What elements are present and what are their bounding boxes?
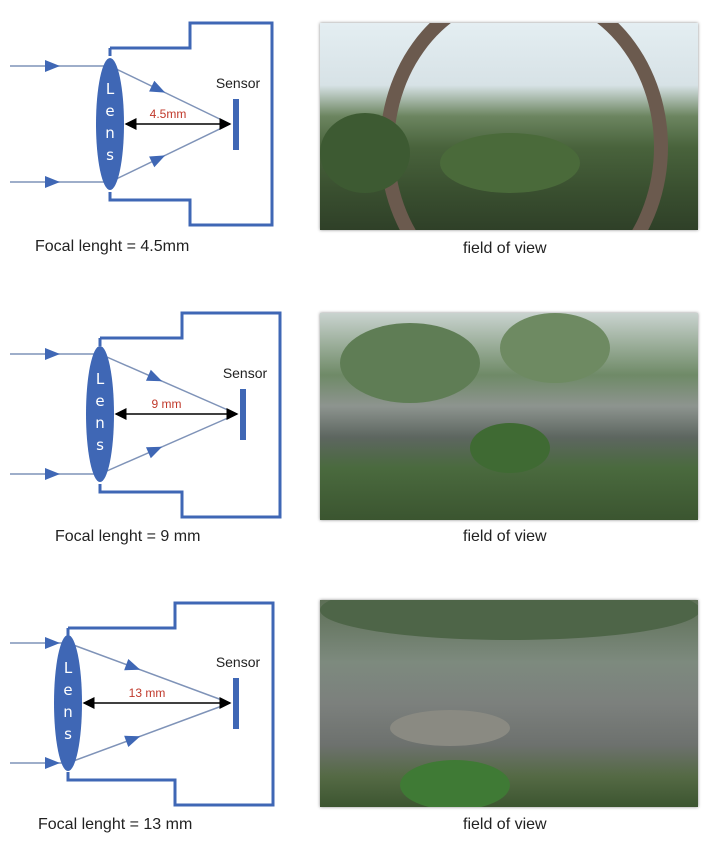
focal-distance-label: 4.5mm bbox=[150, 107, 187, 121]
field-of-view-caption-1: field of view bbox=[463, 240, 547, 257]
refracted-ray-top bbox=[99, 353, 238, 415]
focal-length-caption-2: Focal lenght = 9 mm bbox=[55, 528, 201, 545]
camera-body-outline bbox=[66, 601, 275, 807]
field-of-view-caption-2: field of view bbox=[463, 528, 547, 545]
field-of-view-caption-3: field of view bbox=[463, 816, 547, 833]
field-of-view-photo-medium bbox=[320, 313, 698, 520]
lens-letter: L bbox=[106, 80, 115, 98]
ray-arrow-icon bbox=[45, 60, 60, 72]
ray-arrow-icon bbox=[45, 348, 60, 360]
lens-letter: s bbox=[106, 146, 114, 164]
field-of-view-photo-narrow bbox=[320, 600, 698, 807]
lens-letter: n bbox=[63, 703, 73, 721]
lens-letter: n bbox=[95, 414, 105, 432]
ray-arrow-icon bbox=[124, 735, 141, 748]
refracted-ray-top bbox=[109, 65, 231, 125]
ray-arrow-icon bbox=[145, 446, 163, 459]
camera-body-outline bbox=[108, 21, 274, 227]
ray-arrow-icon bbox=[145, 369, 163, 382]
ray-arrow-icon bbox=[45, 176, 60, 188]
sensor-label: Sensor bbox=[223, 365, 268, 381]
ray-arrow-icon bbox=[45, 468, 60, 480]
ray-arrow-icon bbox=[45, 757, 60, 769]
lens-letter: e bbox=[95, 392, 104, 410]
ray-arrow-icon bbox=[149, 80, 166, 93]
lens-shape bbox=[54, 635, 82, 771]
sensor-bar bbox=[240, 389, 246, 440]
refracted-ray-top bbox=[67, 642, 231, 704]
camera-body-outline bbox=[98, 311, 282, 519]
lens-shape bbox=[96, 58, 124, 190]
lens-letter: s bbox=[64, 725, 72, 743]
sensor-label: Sensor bbox=[216, 75, 261, 91]
sensor-bar bbox=[233, 99, 239, 150]
focal-length-caption-1: Focal lenght = 4.5mm bbox=[35, 238, 190, 255]
refracted-ray-bottom bbox=[67, 702, 231, 764]
lens-letter: L bbox=[96, 370, 105, 388]
lens-letter: s bbox=[96, 436, 104, 454]
refracted-ray-bottom bbox=[99, 413, 238, 475]
lens-letter: L bbox=[64, 659, 73, 677]
ray-arrow-icon bbox=[45, 637, 60, 649]
ray-arrow-icon bbox=[124, 658, 141, 671]
lens-letter: e bbox=[105, 102, 114, 120]
sensor-bar bbox=[233, 678, 239, 729]
refracted-ray-bottom bbox=[109, 123, 231, 183]
lens-shape bbox=[86, 346, 114, 482]
focal-length-caption-3: Focal lenght = 13 mm bbox=[38, 816, 193, 833]
ray-arrow-icon bbox=[149, 155, 166, 168]
sensor-label: Sensor bbox=[216, 654, 261, 670]
lens-letter: n bbox=[105, 124, 115, 142]
focal-distance-label: 9 mm bbox=[152, 397, 182, 411]
focal-distance-label: 13 mm bbox=[129, 686, 166, 700]
lens-letter: e bbox=[63, 681, 72, 699]
field-of-view-photo-wide bbox=[320, 23, 698, 230]
